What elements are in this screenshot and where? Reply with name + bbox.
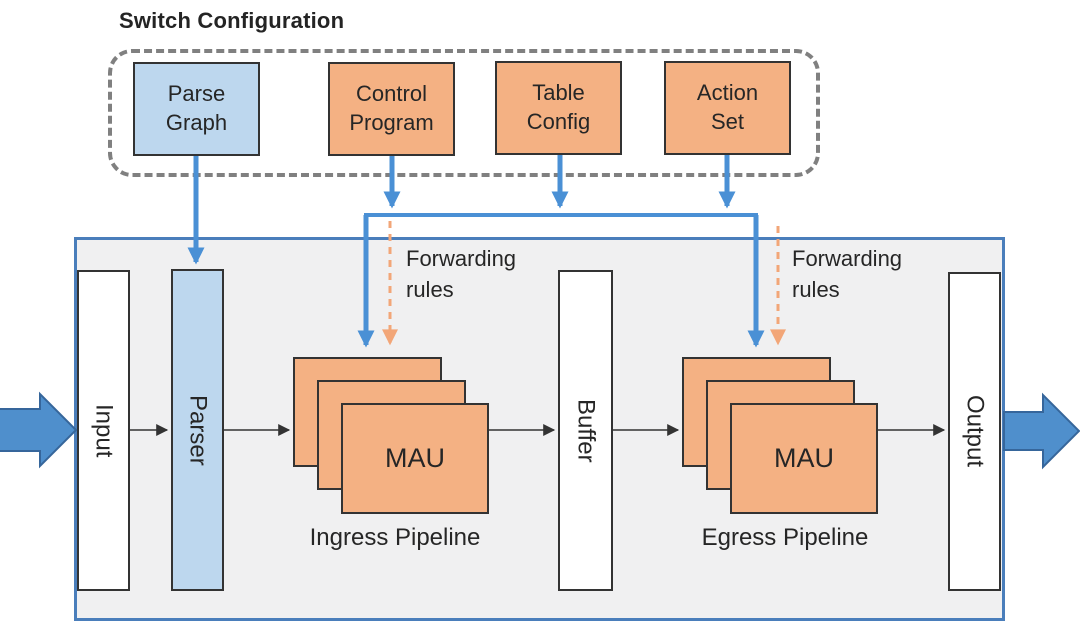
parser-node: Parser: [171, 269, 224, 591]
forwarding-rules-label-ingress: Forwarding rules: [406, 246, 517, 302]
action-set-label: Action Set: [696, 80, 759, 134]
ingress-mau-front: MAU: [341, 403, 489, 514]
action-set-node: Action Set: [664, 61, 791, 155]
switch-configuration-panel: [108, 49, 820, 177]
flow-in-arrow-icon: [0, 391, 78, 469]
egress-pipeline-caption: Egress Pipeline: [701, 524, 869, 551]
output-node: Output: [948, 272, 1001, 591]
ingress-pipeline-caption: Ingress Pipeline: [309, 524, 481, 551]
table-config-node: Table Config: [495, 61, 622, 155]
control-program-node: Control Program: [328, 62, 455, 156]
parse-graph-node: Parse Graph: [133, 62, 260, 156]
input-node: Input: [77, 270, 130, 591]
diagram-title: Switch Configuration: [119, 8, 345, 33]
parse-graph-label: Parse Graph: [165, 81, 228, 135]
egress-mau-front: MAU: [730, 403, 878, 514]
buffer-node: Buffer: [558, 270, 613, 591]
forwarding-rules-label-egress: Forwarding rules: [792, 246, 903, 302]
table-config-label: Table Config: [526, 80, 591, 134]
control-program-label: Control Program: [349, 81, 434, 135]
flow-out-arrow-icon: [1003, 392, 1080, 470]
